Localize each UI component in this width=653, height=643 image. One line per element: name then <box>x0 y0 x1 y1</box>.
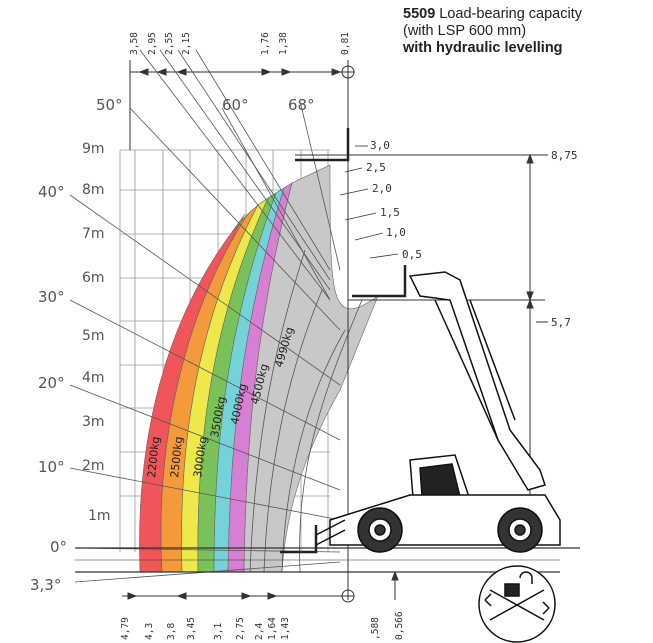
ext-label-2-0: 2,0 <box>372 182 392 195</box>
title-text: Load-bearing capacity <box>439 6 582 22</box>
bottom-dim-3-45: 3,45 <box>186 617 197 640</box>
ext-label-2-5: 2,5 <box>366 161 386 174</box>
angle-label-60: 60° <box>222 96 249 114</box>
height-label-3m: 3m <box>82 414 105 430</box>
fork-positions <box>280 128 407 554</box>
telehandler-illustration <box>315 271 561 553</box>
title-line-1: 5509 Load-bearing capacity <box>403 6 649 23</box>
angle-label-0: 0° <box>50 538 67 556</box>
top-dim-0-81: 0,81 <box>340 32 351 55</box>
ext-label-0-5: 0,5 <box>402 248 422 261</box>
height-label-7m: 7m <box>82 226 105 242</box>
bottom-dim-4-3: 4,3 <box>144 623 155 640</box>
top-dim-1-38: 1,38 <box>278 32 289 55</box>
hydraulic-levelling-icon <box>478 565 556 643</box>
angle-label-50: 50° <box>96 96 123 114</box>
bottom-dim-2-75: 2,75 <box>235 617 246 640</box>
bottom-dim-0-566: 0,566 <box>394 611 405 640</box>
height-label-1m: 1m <box>88 508 111 524</box>
extension-labels: 3,0 2,5 2,0 1,5 1,0 0,5 <box>339 139 422 261</box>
height-label-2m: 2m <box>82 458 105 474</box>
bottom-dim-588: ,588 <box>370 617 381 640</box>
load-label-2500: 2500kg <box>168 436 185 478</box>
height-label-8m: 8m <box>82 182 105 198</box>
bottom-dim-4-79: 4,79 <box>120 617 131 640</box>
bottom-dim-3-8: 3,8 <box>166 623 177 640</box>
load-label-3000: 3000kg <box>191 436 210 479</box>
envelope-arcs <box>249 249 363 573</box>
bottom-dim-3-1: 3,1 <box>213 623 224 640</box>
ext-label-1-5: 1,5 <box>380 206 400 219</box>
zone-4990 <box>243 164 379 573</box>
top-dim-3-58: 3,58 <box>129 32 140 55</box>
height-label-6m: 6m <box>82 270 105 286</box>
top-dim-2-95: 2,95 <box>147 32 158 55</box>
angle-label-40: 40° <box>38 183 65 201</box>
height-label-5m: 5m <box>82 328 105 344</box>
top-dim-2-15: 2,15 <box>181 32 192 55</box>
top-dim-1-76: 1,76 <box>260 32 271 55</box>
load-label-2200: 2200kg <box>145 436 162 478</box>
title-line-3: with hydraulic levelling <box>403 40 563 56</box>
ext-label-1-0: 1,0 <box>386 226 406 239</box>
height-marker-labels: 8,75 5,7 <box>536 149 578 329</box>
height-marker-8-75: 8,75 <box>551 149 578 162</box>
bottom-dim-1-64: 1,64 <box>267 617 278 640</box>
angle-label-20: 20° <box>38 374 65 392</box>
top-dim-2-55: 2,55 <box>164 32 175 55</box>
bottom-dimensions <box>122 570 399 603</box>
angle-label-10: 10° <box>38 458 65 476</box>
bottom-dimension-labels: 4,79 4,3 3,8 3,45 3,1 2,75 2,4 1,64 1,43… <box>120 611 405 640</box>
angle-label-30: 30° <box>38 288 65 306</box>
angle-label-3-3: 3,3° <box>30 576 61 594</box>
height-label-9m: 9m <box>82 141 105 157</box>
bottom-dim-2-4: 2,4 <box>254 623 265 640</box>
top-dimension-labels: 3,58 2,95 2,55 2,15 1,76 1,38 0,81 <box>129 32 351 55</box>
angle-label-68: 68° <box>288 96 315 114</box>
ground-lines <box>75 547 580 573</box>
angle-labels: 50° 60° 68° 40° 30° 20° 10° 0° 3,3° <box>30 96 315 594</box>
title-line-2: (with LSP 600 mm) <box>403 23 527 39</box>
bottom-dim-1-43: 1,43 <box>280 617 291 640</box>
height-marker-5-7: 5,7 <box>551 316 571 329</box>
model-number: 5509 <box>403 6 436 22</box>
title-block: 5509 Load-bearing capacity (with LSP 600… <box>403 6 649 57</box>
height-labels: 9m 8m 7m 6m 5m 4m 3m 2m 1m <box>82 141 111 524</box>
load-zones <box>139 164 379 573</box>
height-label-4m: 4m <box>82 370 105 386</box>
ext-label-3-0: 3,0 <box>370 139 390 152</box>
